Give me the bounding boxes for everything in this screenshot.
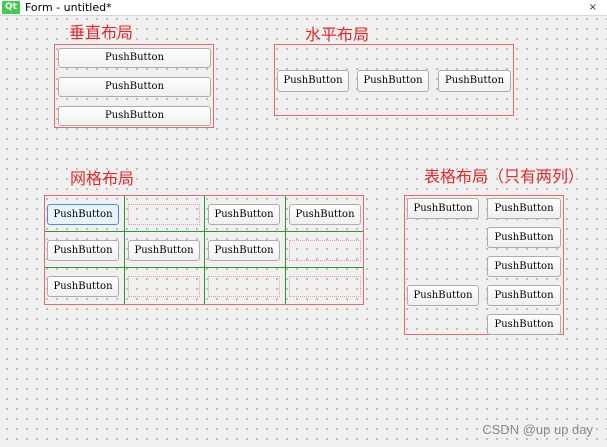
vertical-button-2[interactable]: PushButton (58, 77, 211, 97)
grid-divider (124, 196, 125, 304)
title-bar: Qt Form - untitled* × (0, 0, 607, 16)
vertical-layout-label: 垂直布局 (69, 23, 134, 42)
form-field-button-row4[interactable]: PushButton (487, 285, 561, 306)
window-title: Form - untitled* (25, 1, 112, 14)
form-layout[interactable]: PushButton PushButton PushButton PushBut… (404, 195, 564, 335)
form-field-button-row1[interactable]: PushButton (487, 198, 561, 219)
grid-empty-cell-r1c2 (128, 204, 200, 225)
grid-empty-cell-r2c4 (289, 240, 361, 261)
form-label-button-row1[interactable]: PushButton (407, 198, 479, 219)
grid-layout-label: 网格布局 (70, 169, 135, 188)
grid-button-r3c1[interactable]: PushButton (47, 276, 119, 297)
vertical-button-1[interactable]: PushButton (58, 48, 211, 68)
form-field-button-row2[interactable]: PushButton (487, 227, 561, 248)
grid-layout[interactable]: PushButton PushButton PushButton PushBut… (44, 195, 364, 305)
horizontal-layout-label: 水平布局 (305, 25, 370, 44)
grid-divider (45, 231, 363, 232)
horizontal-button-1[interactable]: PushButton (277, 70, 349, 92)
horizontal-button-3[interactable]: PushButton (438, 70, 511, 92)
watermark: CSDN @up up day (482, 422, 593, 437)
grid-divider (285, 196, 286, 304)
grid-empty-cell-r3c2 (128, 276, 200, 297)
horizontal-button-2[interactable]: PushButton (357, 70, 429, 92)
grid-button-r1c1[interactable]: PushButton (47, 204, 119, 225)
vertical-button-3[interactable]: PushButton (58, 106, 211, 126)
grid-button-r2c1[interactable]: PushButton (47, 240, 119, 261)
qt-logo-icon: Qt (2, 1, 20, 14)
grid-button-r2c3[interactable]: PushButton (208, 240, 280, 261)
grid-button-r1c4[interactable]: PushButton (289, 204, 361, 225)
form-label-button-row4[interactable]: PushButton (407, 285, 479, 306)
grid-divider (204, 196, 205, 304)
grid-button-r2c2[interactable]: PushButton (128, 240, 200, 261)
horizontal-layout[interactable]: PushButton PushButton PushButton (274, 44, 514, 116)
form-layout-label: 表格布局（只有两列） (424, 167, 585, 186)
close-icon[interactable]: × (588, 2, 597, 13)
grid-empty-cell-r3c4 (289, 276, 361, 297)
form-field-button-row3[interactable]: PushButton (487, 256, 561, 277)
grid-button-r1c3[interactable]: PushButton (208, 204, 280, 225)
grid-empty-cell-r3c3 (208, 276, 280, 297)
grid-divider (45, 267, 363, 268)
form-field-button-row5[interactable]: PushButton (487, 314, 561, 335)
vertical-layout[interactable]: PushButton PushButton PushButton (54, 44, 214, 128)
